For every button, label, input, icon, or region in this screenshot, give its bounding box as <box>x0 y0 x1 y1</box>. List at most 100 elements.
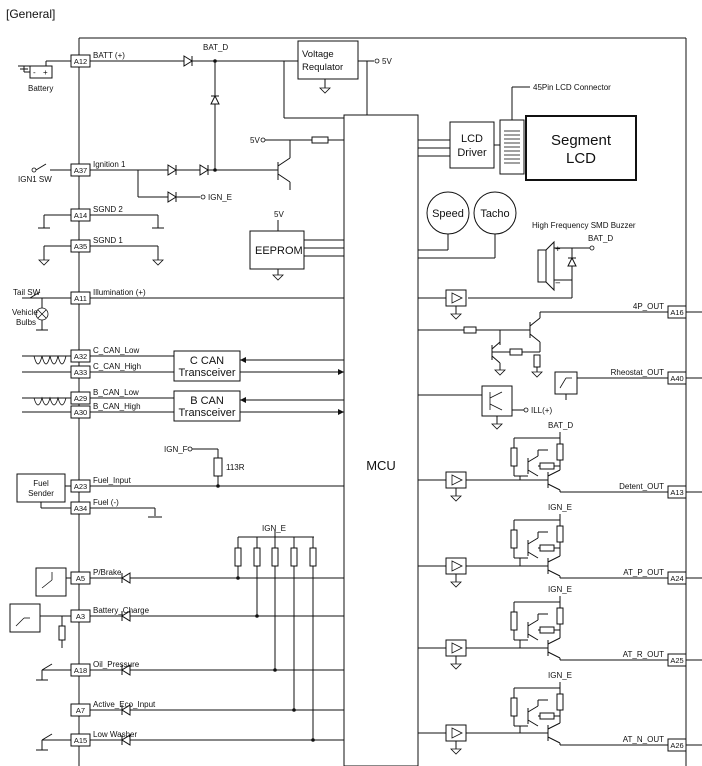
left-pin-box <box>70 663 91 677</box>
fuel-sender-line1: Fuel <box>33 479 49 488</box>
left-pin-label: Fuel (-) <box>93 498 119 507</box>
voltage-regulator-line2: Requlator <box>302 62 343 73</box>
right-pin-label: AT_N_OUT <box>623 735 664 744</box>
segment-lcd-block <box>525 115 637 181</box>
r113-label: 113R <box>226 463 245 472</box>
voltage-regulator-line1: Voltage <box>302 49 334 60</box>
output-buffer <box>445 557 467 575</box>
segment-lcd-line1: Segment <box>551 132 612 149</box>
left-pin-label: Fuel_Input <box>93 476 132 485</box>
pbrake-switch-box <box>35 567 67 597</box>
left-pin-label: SGND 2 <box>93 205 123 214</box>
right-pin-label: Detent_OUT <box>619 482 664 491</box>
output-driver-stage: IGN_E <box>418 671 668 755</box>
b-can-line2: Transceiver <box>178 407 235 419</box>
tail-sw-label: Tail SW <box>13 288 41 297</box>
left-pin-id: A29 <box>74 394 87 403</box>
ill-label: ILL(+) <box>531 406 552 415</box>
left-pin-id: A5 <box>76 574 85 583</box>
lcd-connector-label: 45Pin LCD Connector <box>533 83 611 92</box>
mcu-label: MCU <box>366 458 396 473</box>
ign-e-label-top: IGN_E <box>208 193 232 202</box>
right-pin-id: A13 <box>670 488 683 497</box>
lcd-driver-line2: Driver <box>457 147 487 159</box>
tacho-label: Tacho <box>480 208 509 220</box>
output-driver-stage: IGN_E <box>418 585 668 670</box>
left-pin-id: A34 <box>74 504 87 513</box>
left-pin-box <box>70 349 91 363</box>
stage-supply-label: IGN_E <box>548 503 572 512</box>
left-pin-box <box>70 54 91 68</box>
left-pin-label: Illumination (+) <box>93 288 146 297</box>
right-pin-label: AT_R_OUT <box>623 650 664 659</box>
left-pin-box <box>70 733 91 747</box>
pullup-resistors <box>234 547 317 567</box>
eeprom-label: EEPROM <box>255 245 303 257</box>
left-pin-label: Active_Eco_Input <box>93 700 156 709</box>
left-pin-label: C_CAN_Low <box>93 346 139 355</box>
left-pin-box <box>70 479 91 493</box>
right-pin-id: A24 <box>670 574 683 583</box>
left-pin-label: B_CAN_High <box>93 402 141 411</box>
left-pin-label: BATT (+) <box>93 51 125 60</box>
lcd-driver-line1: LCD <box>461 133 483 145</box>
left-pin-id: A7 <box>76 706 85 715</box>
svg-text:-: - <box>33 68 36 77</box>
photo-coupler <box>481 385 513 417</box>
left-pin-label: Ignition 1 <box>93 160 126 169</box>
segment-lcd-line2: LCD <box>566 150 596 167</box>
b-can-line1: B CAN <box>190 395 224 407</box>
battery-label: Battery <box>28 84 53 93</box>
left-pin-box <box>70 405 91 419</box>
left-pin-id: A14 <box>74 211 87 220</box>
left-pin-id: A18 <box>74 666 87 675</box>
right-pin-id: A16 <box>670 308 683 317</box>
left-pin-box <box>70 609 91 623</box>
left-pin-id: A32 <box>74 352 87 361</box>
ign-e-label-bank: IGN_E <box>262 524 286 533</box>
eeprom-block <box>249 230 305 270</box>
left-pin-id: A30 <box>74 408 87 417</box>
left-pin-id: A23 <box>74 482 87 491</box>
bat-d-label: BAT_D <box>203 43 228 52</box>
left-pin-label: P/Brake <box>93 568 122 577</box>
right-pin-label: Rheostat_OUT <box>611 368 664 377</box>
c-can-line2: Transceiver <box>178 367 235 379</box>
output-driver-stage: BAT_D <box>418 421 668 502</box>
left-pin-box <box>70 571 91 585</box>
ign1-sw-label: IGN1 SW <box>18 175 52 184</box>
right-pin-label: AT_P_OUT <box>623 568 664 577</box>
output-buffer <box>445 471 467 489</box>
vehicle-bulbs-line2: Bulbs <box>16 318 36 327</box>
bat-d-label-buzzer: BAT_D <box>588 234 613 243</box>
c-can-twisted-pair <box>33 355 67 365</box>
left-pin-id: A33 <box>74 368 87 377</box>
left-pin-box <box>70 501 91 515</box>
right-pin-id: A40 <box>670 374 683 383</box>
header-title: [General] <box>6 7 55 21</box>
buzzer-icon <box>537 249 547 283</box>
left-pin-label: Low Washer <box>93 730 138 739</box>
vehicle-bulbs-line1: Vehicle <box>12 308 38 317</box>
fuel-sender-line2: Sender <box>28 489 54 498</box>
stage-supply-label: BAT_D <box>548 421 573 430</box>
left-pin-box <box>70 163 91 177</box>
five-v-label-ee: 5V <box>274 210 284 219</box>
five-v-label-reg: 5V <box>382 57 392 66</box>
left-pin-box <box>70 291 91 305</box>
ign-f-label: IGN_F <box>164 445 188 454</box>
left-pin-id: A12 <box>74 57 87 66</box>
c-can-transceiver-block <box>173 350 241 382</box>
buzzer-label: High Frequency SMD Buzzer <box>532 221 636 230</box>
lcd-driver-block <box>449 121 495 169</box>
b-can-transceiver-block <box>173 390 241 422</box>
left-pin-box <box>70 208 91 222</box>
output-buffer <box>445 724 467 742</box>
left-pin-box <box>70 239 91 253</box>
left-pin-label: B_CAN_Low <box>93 388 139 397</box>
left-pin-box <box>70 703 91 717</box>
buffer-illum <box>445 289 467 307</box>
